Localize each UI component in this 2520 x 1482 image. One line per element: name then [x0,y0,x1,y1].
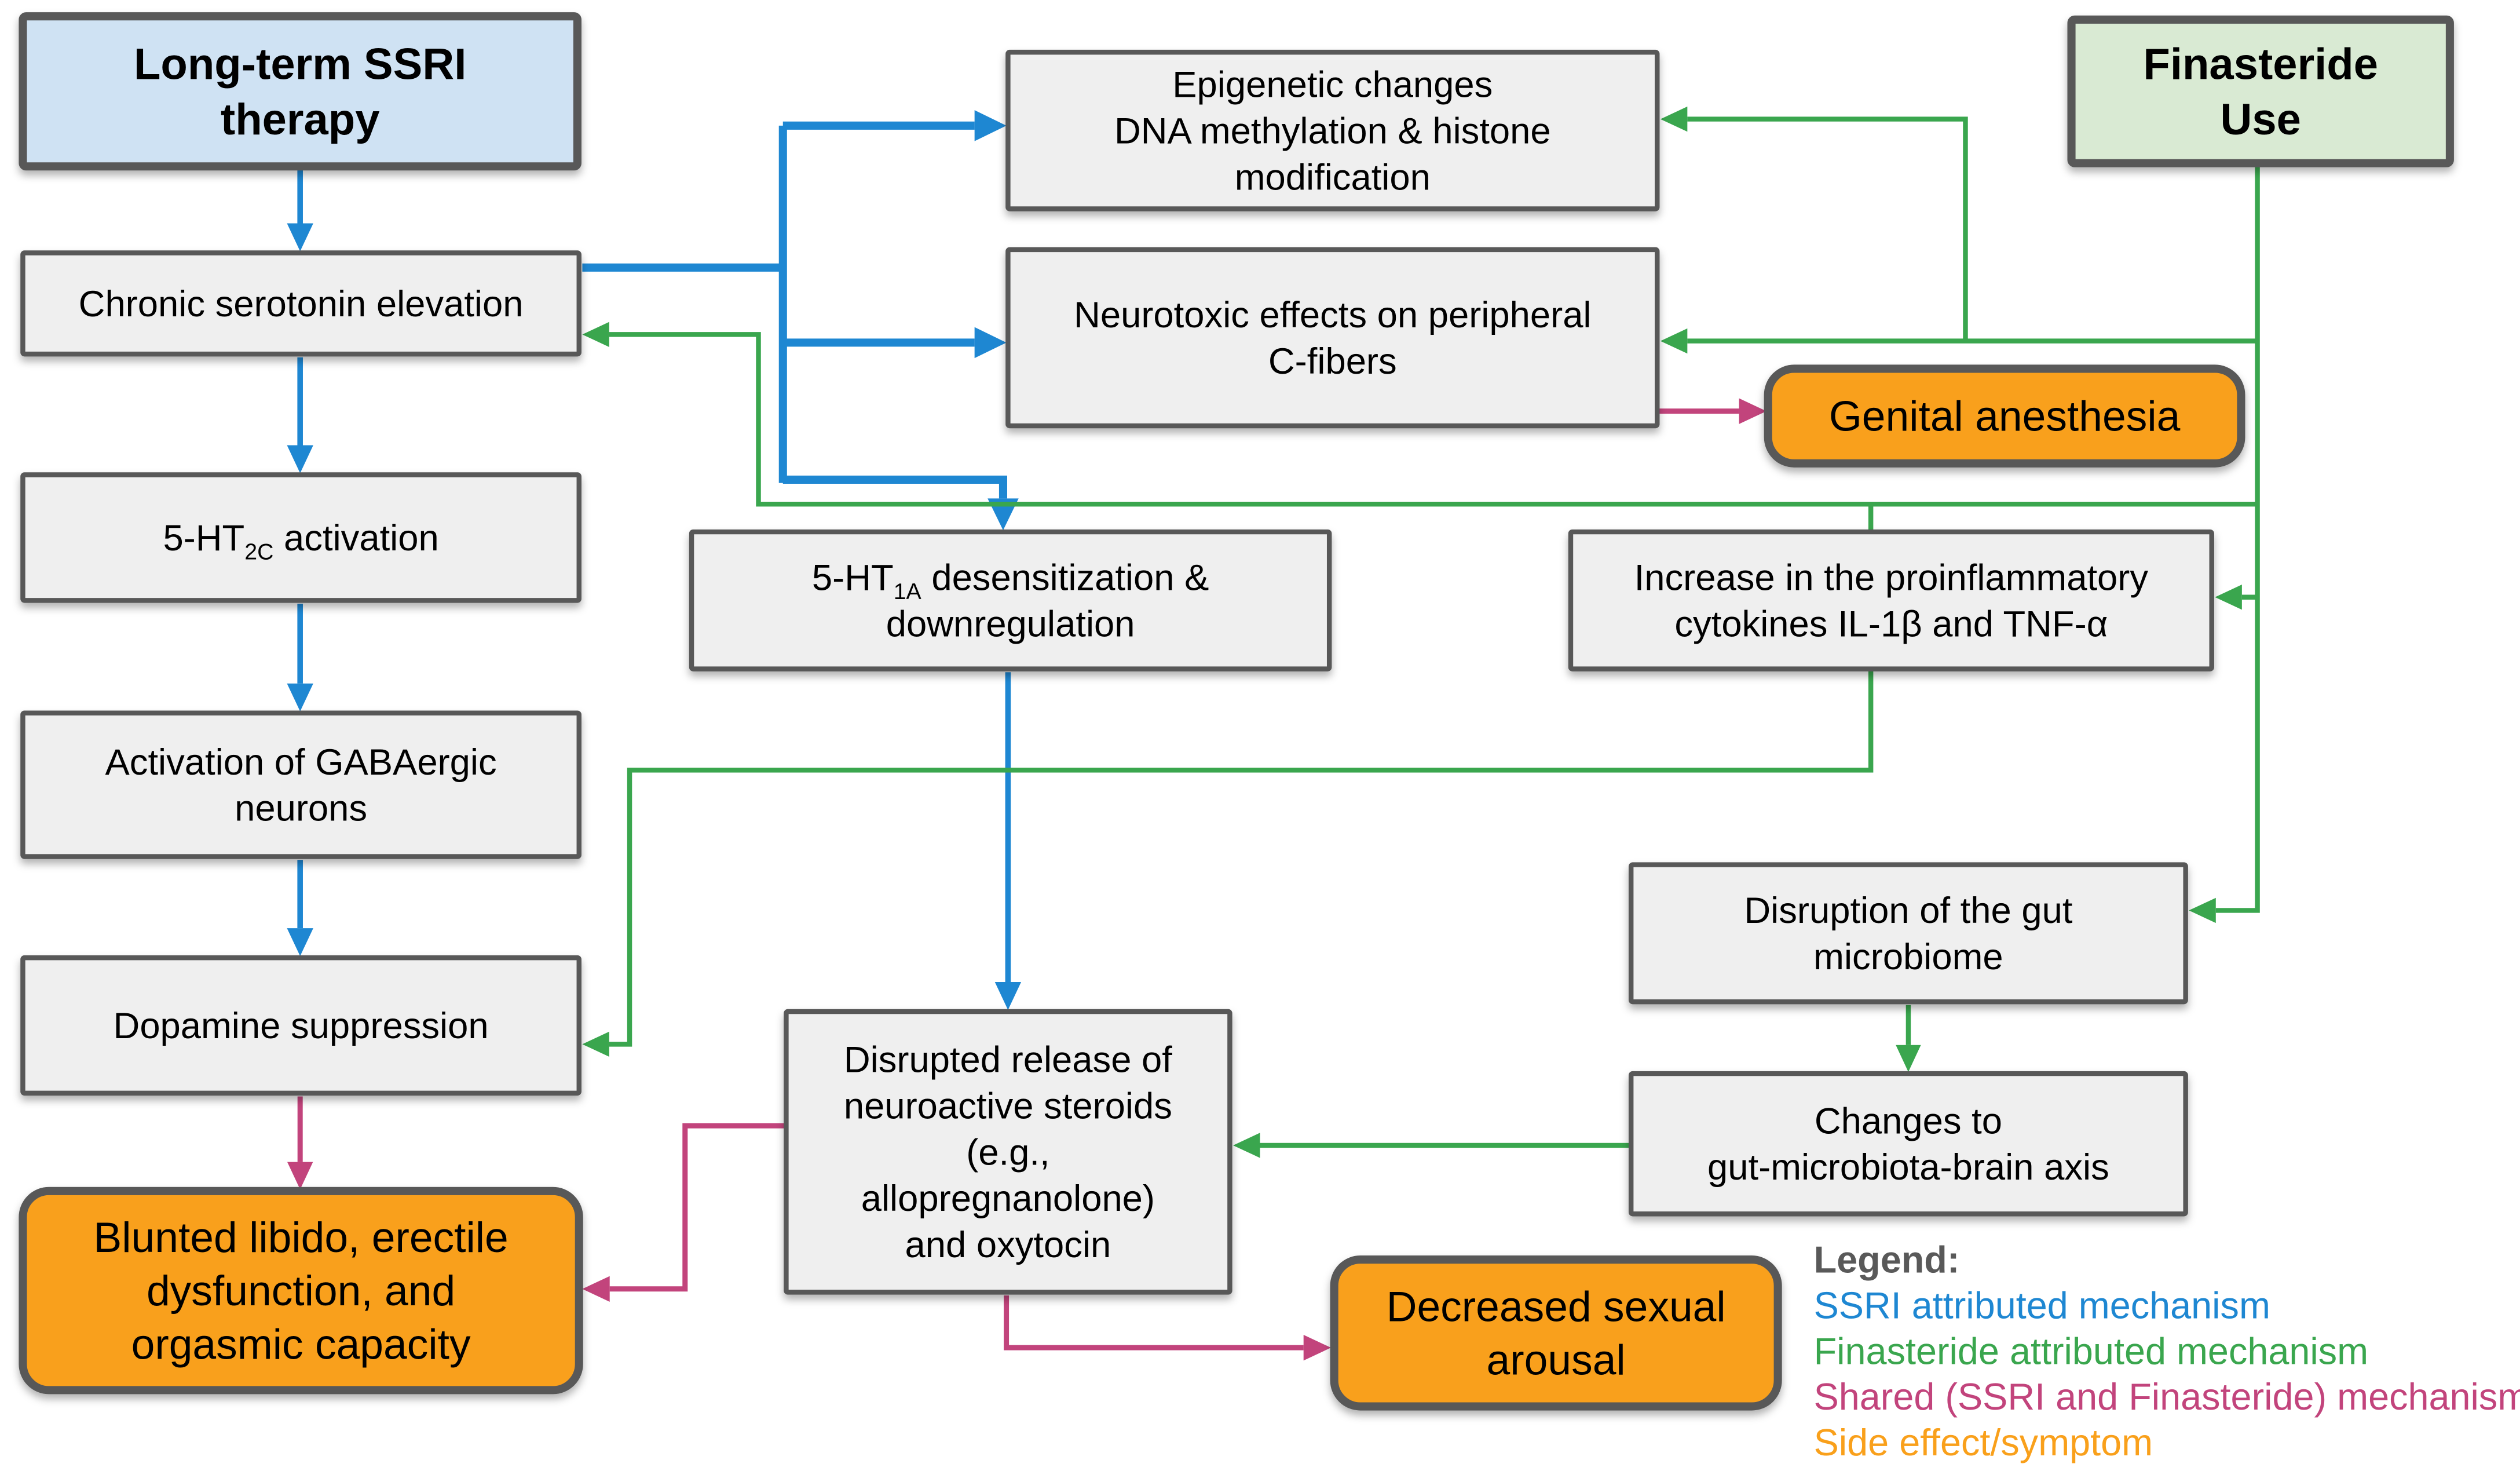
box-blunted-libido-rect [19,1187,583,1395]
box-gut-brain-axis-rect [1628,1071,2188,1217]
arrow-ssri-to-neurotoxic [782,327,1007,359]
arrow-neuroactive-to-decreased-arousal [1004,1295,1332,1361]
arrow-5ht1a-to-neuroactive [994,672,1022,1010]
arrow-finasteride-to-neurotoxic [1660,328,2258,354]
box-chronic-serotonin-label: Chronic serotonin elevation [79,284,524,324]
arrow-ssri-to-serotonin [287,166,313,251]
box-genital-anesthesia: Genital anesthesia [1764,364,2245,468]
box-chronic-serotonin-rect [20,250,581,357]
box-ssri-therapy-rect [19,12,581,171]
box-genital-anesthesia-label: Genital anesthesia [1829,393,2181,440]
box-5ht1a-desensitization: 5-HT1A​ desensitization &downregulation [689,529,1332,671]
arrow-green-to-dopamine-arrowhead [582,1031,609,1057]
arrow-dopamine-to-blunted-libido-arrowhead [287,1162,313,1189]
legend: Legend:SSRI attributed mechanismFinaster… [1814,1239,2520,1463]
arrow-ssri-to-serotonin-arrowhead [287,223,313,251]
arrow-neurotoxic-to-genital-anesthesia-arrowhead [1739,398,1766,424]
arrow-finasteride-to-neurotoxic-arrowhead [1660,328,1688,354]
arrow-5ht2c-to-gaba [287,603,313,711]
legend-title: Legend: [1814,1239,1960,1281]
arrow-serotonin-to-5ht2c-arrowhead [287,445,313,473]
arrow-ssri-to-neurotoxic-arrowhead [974,327,1007,359]
box-genital-anesthesia-rect [1764,364,2245,468]
box-5ht2c-activation: 5-HT2C​ activation [20,472,581,603]
box-5ht1a-desensitization-rect [689,529,1332,671]
arrow-gut-microbiome-to-gut-brain-axis [1896,1005,1921,1072]
arrow-neuroactive-to-decreased-arousal-arrowhead [1303,1334,1332,1361]
box-neuroactive-steroids-rect [784,1009,1232,1295]
arrow-dopamine-to-blunted-libido [287,1096,313,1189]
arrow-neuroactive-to-blunted-libido-arrowhead [582,1276,610,1302]
legend-item-ssri: SSRI attributed mechanism [1814,1284,2270,1326]
arrow-green-to-dopamine [582,504,1874,1057]
arrow-5ht2c-to-gaba-arrowhead [287,683,313,711]
arrow-gut-brain-axis-to-neuroactive-arrowhead [1233,1133,1260,1158]
box-dopamine-suppression-rect [20,955,581,1096]
arrow-finasteride-to-epigenetic-arrowhead [1660,106,1688,132]
box-dopamine-suppression-label: Dopamine suppression [114,1006,489,1046]
box-decreased-arousal-rect [1330,1255,1782,1411]
arrow-ssri-to-epigenetic [782,110,1007,141]
arrow-gaba-to-dopamine-arrowhead [287,928,313,957]
legend-item-side-effect: Side effect/symptom [1814,1421,2153,1463]
arrow-green-to-serotonin [582,322,2258,507]
arrow-gaba-to-dopamine [287,860,313,957]
arrow-serotonin-to-5ht2c [287,357,313,473]
box-epigenetic-changes-rect [1005,49,1660,211]
arrow-finasteride-to-cytokines-arrowhead [2215,585,2242,610]
arrow-gut-brain-axis-to-neuroactive [1233,1133,1632,1158]
arrow-5ht1a-to-neuroactive-arrowhead [994,982,1022,1010]
arrow-finasteride-to-cytokines [2215,585,2258,610]
arrow-neuroactive-to-blunted-libido [582,1123,787,1302]
box-5ht2c-activation-rect [20,472,581,603]
box-chronic-serotonin: Chronic serotonin elevation [20,250,581,357]
box-5ht1a-desensitization-label: 5-HT1A​ desensitization &downregulation [812,558,1209,645]
legend-item-shared: Shared (SSRI and Finasteride) mechanism [1814,1375,2520,1418]
arrow-finasteride-to-gut-microbiome-arrowhead [2189,897,2216,923]
box-dopamine-suppression: Dopamine suppression [20,955,581,1096]
arrow-neurotoxic-to-genital-anesthesia [1657,398,1766,424]
arrow-finasteride-to-epigenetic [1660,106,1968,341]
arrow-ssri-to-epigenetic-arrowhead [974,110,1007,141]
arrow-finasteride-to-gut-microbiome [2189,166,2260,923]
box-proinflammatory-cytokines-rect [1568,529,2214,671]
arrow-green-to-serotonin-arrowhead [582,322,609,347]
legend-item-finasteride: Finasteride attributed mechanism [1814,1330,2369,1372]
box-neurotoxic-cfibers-rect [1005,247,1660,429]
box-gut-microbiome-rect [1628,862,2188,1005]
arrow-gut-microbiome-to-gut-brain-axis-arrowhead [1896,1045,1921,1072]
box-5ht2c-activation-label: 5-HT2C​ activation [163,518,438,564]
edges-layer [287,106,2260,1361]
box-gabaergic-neurons-rect [20,710,581,859]
box-finasteride-use-rect [2067,15,2454,167]
